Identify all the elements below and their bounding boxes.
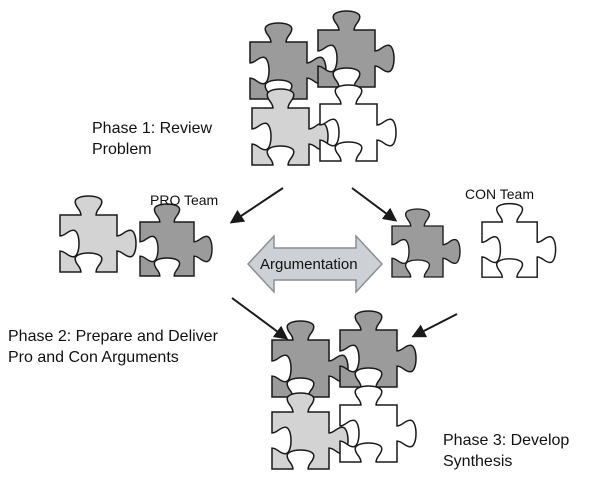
arrow-pro-to-synthesis xyxy=(231,297,289,340)
phase1-label-line2: Problem xyxy=(92,141,152,158)
puzzle-piece-light xyxy=(251,88,329,166)
puzzle-piece-white xyxy=(481,202,557,278)
argumentation-label: Argumentation xyxy=(260,256,358,273)
phase1-label-line1: Phase 1: Review xyxy=(92,120,213,137)
phase3-puzzle-cluster xyxy=(271,310,417,470)
phase3-label-line1: Phase 3: Develop xyxy=(443,432,570,449)
puzzle-piece-white xyxy=(319,84,397,162)
arrow-to-con xyxy=(351,187,398,222)
con-team-pieces xyxy=(391,202,557,278)
arrow-con-to-synthesis xyxy=(411,313,458,338)
puzzle-piece-light xyxy=(271,392,349,470)
puzzle-piece-dark xyxy=(249,22,327,100)
phase1-puzzle-cluster xyxy=(249,10,397,166)
phase3-label-line2: Synthesis xyxy=(443,453,513,470)
con-team-label: CON Team xyxy=(465,186,534,202)
phase2-label-line1: Phase 2: Prepare and Deliver xyxy=(8,328,218,345)
puzzle-piece-dark xyxy=(391,208,461,278)
puzzle-piece-dark xyxy=(317,10,395,88)
argumentation-double-arrow xyxy=(246,234,384,294)
arrow-to-pro xyxy=(229,187,284,224)
puzzle-piece-light xyxy=(59,195,137,273)
pro-team-label: PRO Team xyxy=(150,192,219,208)
puzzle-piece-dark xyxy=(271,320,349,398)
phase2-label-line2: Pro and Con Arguments xyxy=(8,349,179,366)
puzzle-piece-white xyxy=(339,385,417,463)
puzzle-piece-dark xyxy=(339,310,417,388)
puzzle-piece-dark xyxy=(139,203,213,277)
flow-arrows xyxy=(229,187,458,340)
